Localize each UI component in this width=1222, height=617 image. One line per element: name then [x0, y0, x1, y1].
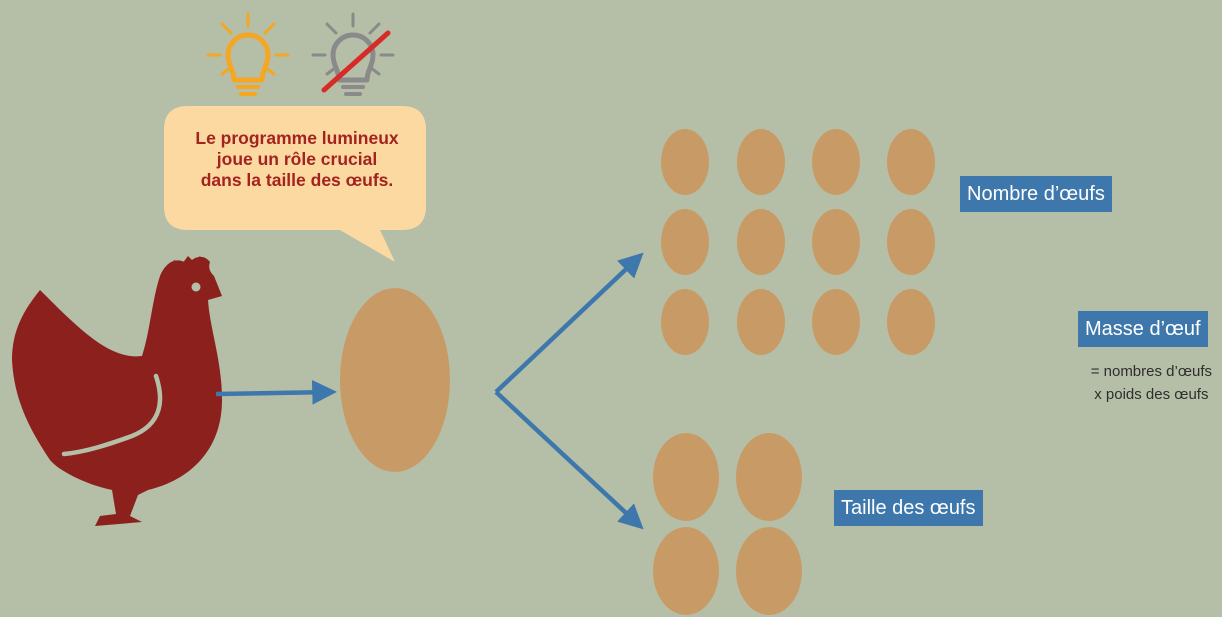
egg-small — [812, 209, 860, 275]
light-bulb-off-icon — [311, 12, 395, 96]
egg-medium — [736, 527, 802, 615]
bubble-line: joue un rôle crucial — [216, 149, 378, 169]
egg-medium — [653, 527, 719, 615]
speech-bubble — [164, 106, 426, 262]
arrow-to-egg-count — [494, 252, 644, 394]
egg-medium — [653, 433, 719, 521]
arrow-to-egg-size — [494, 390, 644, 530]
mass-formula: = nombres d’œufs x poids des œufs — [1091, 360, 1212, 406]
egg-small — [812, 289, 860, 355]
strike-line — [321, 30, 391, 93]
egg-small — [661, 209, 709, 275]
egg-small — [661, 289, 709, 355]
egg-medium — [736, 433, 802, 521]
egg-size-label: Taille des œufs — [834, 490, 983, 526]
egg-small — [661, 129, 709, 195]
formula-line: x poids des œufs — [1094, 386, 1209, 403]
egg-small — [887, 129, 935, 195]
arrow-hen-to-egg — [215, 379, 337, 405]
formula-line: = nombres d’œufs — [1090, 363, 1212, 380]
egg-small — [737, 289, 785, 355]
egg-small — [887, 289, 935, 355]
egg-mass-label: Masse d’œuf — [1078, 311, 1208, 347]
bubble-text: Le programme lumineux joue un rôle cruci… — [168, 128, 426, 191]
hen-icon — [12, 256, 222, 526]
egg-large — [340, 288, 450, 472]
light-bulb-on-icon — [206, 12, 290, 96]
egg-small — [812, 129, 860, 195]
egg-count-label: Nombre d’œufs — [960, 176, 1112, 212]
egg-small — [737, 129, 785, 195]
egg-size-grid — [653, 433, 802, 615]
egg-small — [737, 209, 785, 275]
bubble-line: dans la taille des œufs. — [200, 170, 394, 190]
bubble-line: Le programme lumineux — [195, 128, 399, 148]
egg-small — [887, 209, 935, 275]
egg-count-grid — [661, 129, 935, 355]
